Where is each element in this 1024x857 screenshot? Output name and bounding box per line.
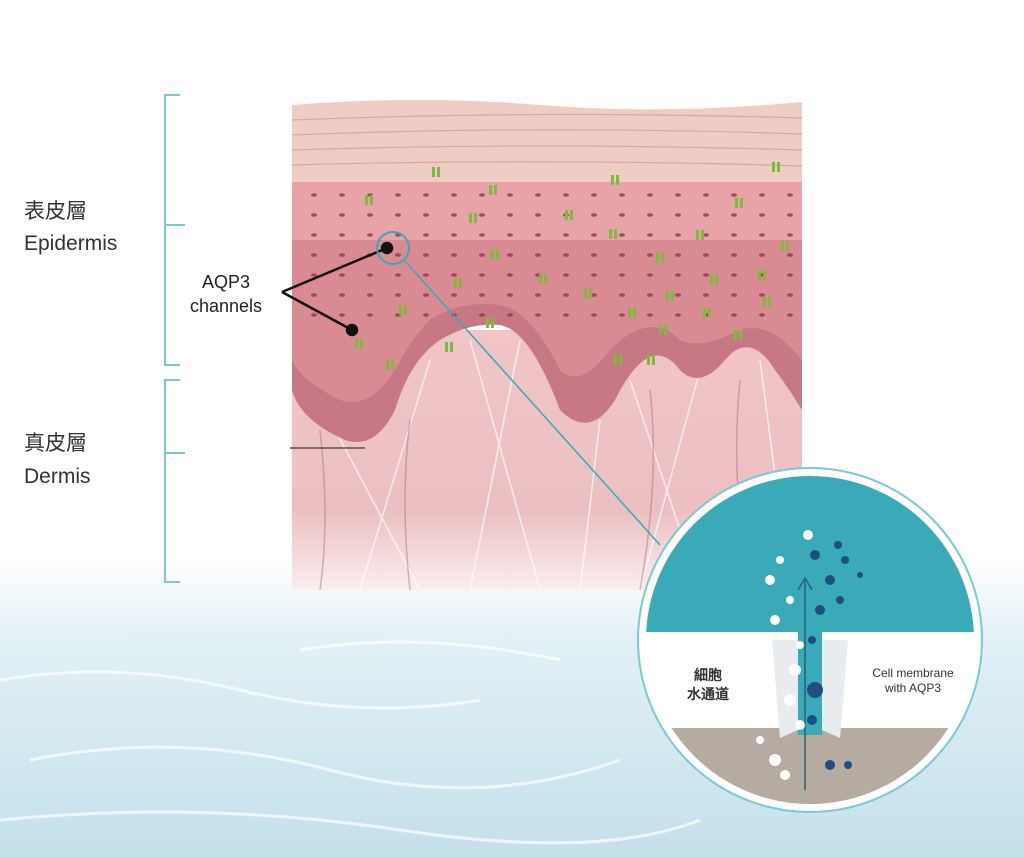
layer-brackets	[164, 94, 185, 583]
inset-label-zh-line1: 細胞	[694, 667, 722, 683]
aqp3-channel-icon	[666, 291, 674, 301]
aqp3-channel-icon	[565, 210, 573, 220]
aqp3-channel-icon	[758, 270, 766, 280]
water-molecule	[836, 596, 844, 604]
water-molecule	[825, 760, 835, 770]
epidermis-label-zh: 表皮層	[24, 200, 87, 223]
inset-label-en: Cell membrane with AQP3	[858, 666, 968, 696]
water-molecule	[807, 682, 823, 698]
water-molecule	[795, 720, 805, 730]
aqp3-channel-icon	[614, 355, 622, 365]
aqp3-channel-icon	[628, 308, 636, 318]
aqp3-channel-icon	[656, 253, 664, 263]
aqp3-channel-icon	[445, 342, 453, 352]
water-molecule	[784, 694, 796, 706]
water-molecule	[765, 575, 775, 585]
aqp3-channel-icon	[365, 195, 373, 205]
aqp3-channel-icon	[703, 308, 711, 318]
stratum-corneum	[292, 100, 802, 182]
water-molecule	[796, 641, 804, 649]
inset-label-en-line1: Cell membrane	[872, 666, 954, 680]
water-molecule	[834, 541, 842, 549]
aqp3-channel-icon	[735, 198, 743, 208]
water-molecule	[810, 550, 820, 560]
aqp3-pointer-lines	[281, 241, 394, 337]
inset-label-en-line2: with AQP3	[884, 681, 942, 695]
water-molecule	[776, 556, 784, 564]
epidermis-label-en: Epidermis	[24, 232, 118, 255]
dermis-label-en: Dermis	[24, 465, 91, 488]
water-molecule	[770, 615, 780, 625]
aqp3-channel-icon	[781, 241, 789, 251]
aqp3-channel-icon	[454, 278, 462, 288]
water-molecule	[807, 715, 817, 725]
aqp3-channel-icon	[469, 213, 477, 223]
aqp3-channel-icon	[772, 162, 780, 172]
water-molecule	[803, 530, 813, 540]
water-molecule	[789, 664, 801, 676]
aqp3-channel-icon	[355, 339, 363, 349]
water-molecule	[825, 575, 835, 585]
cell-nuclei	[311, 193, 793, 317]
aqp3-channel-icon	[696, 230, 704, 240]
water-molecule	[756, 736, 764, 744]
dermis-label-zh: 真皮層	[24, 432, 87, 455]
aqp3-channel-icon	[486, 318, 494, 328]
aqp3-channel-icon	[432, 167, 440, 177]
water-molecule	[780, 770, 790, 780]
aqp3-channel-icon	[491, 250, 499, 260]
water-molecule	[841, 556, 849, 564]
aqp3-channel-icon	[399, 305, 407, 315]
water-molecule	[844, 761, 852, 769]
aqp3-callout-line2: channels	[189, 296, 263, 316]
aqp3-channel-icon	[763, 297, 771, 307]
zoom-source-circle	[376, 231, 410, 265]
aqp3-channel-icon	[584, 288, 592, 298]
aqp3-channel-icon	[386, 360, 394, 370]
aqp3-channels	[355, 162, 789, 370]
water-molecule	[786, 596, 794, 604]
aqp3-channel-icon	[489, 185, 497, 195]
water-molecule	[857, 572, 863, 578]
aqp3-callout: AQP3 channels	[178, 270, 274, 318]
aqp3-channel-icon	[539, 274, 547, 284]
aqp3-channel-icon	[609, 229, 617, 239]
aqp3-channel-icon	[611, 175, 619, 185]
water-ripples	[0, 640, 701, 845]
inset-label-zh: 細胞 水通道	[668, 666, 748, 704]
aqp3-channel-icon	[734, 330, 742, 340]
water-molecule	[815, 605, 825, 615]
aqp3-callout-line1: AQP3	[201, 272, 251, 292]
water-molecule	[808, 636, 816, 644]
aqp3-channel-icon	[659, 325, 667, 335]
aqp3-channel-icon	[710, 275, 718, 285]
inset-label-zh-line2: 水通道	[687, 686, 729, 702]
water-molecule	[769, 754, 781, 766]
aqp3-channel-icon	[647, 355, 655, 365]
